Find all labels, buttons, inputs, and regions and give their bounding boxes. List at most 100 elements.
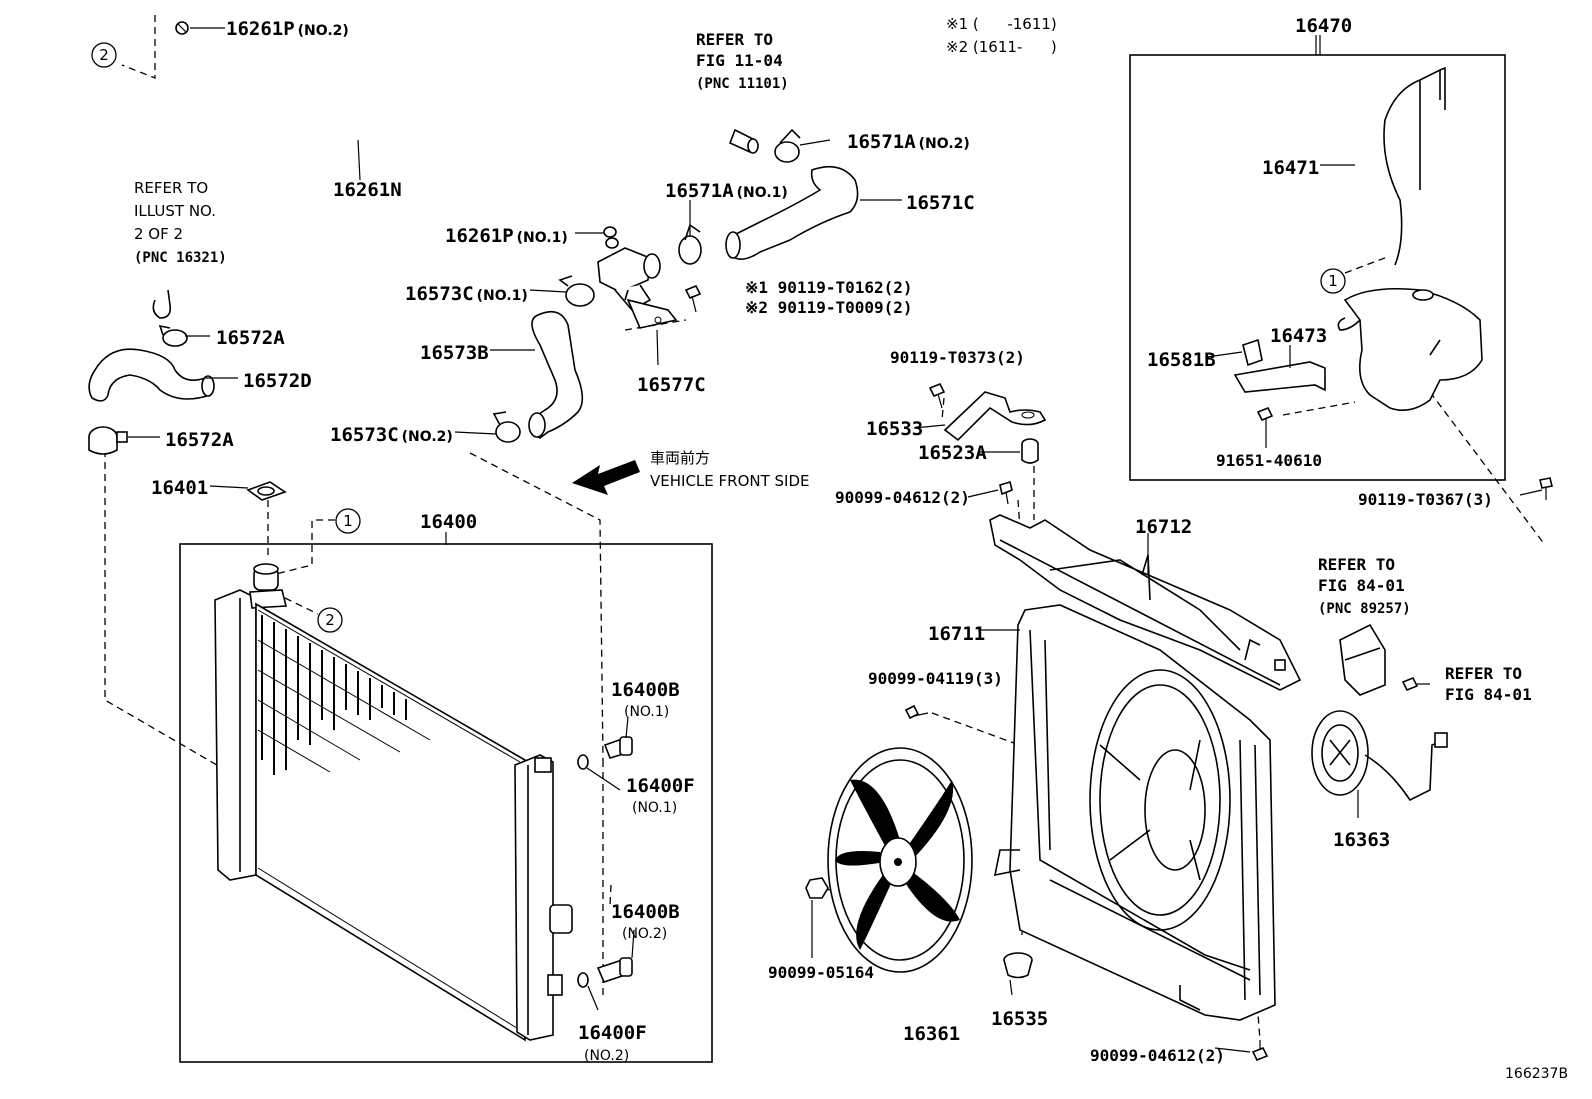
bolt-90119-t0367 (1539, 477, 1553, 500)
label-16533: 16533 (866, 418, 923, 440)
svg-text:※1 ( -1611): ※1 ( -1611) (946, 15, 1057, 33)
label-16400b-no2: 16400B (611, 901, 680, 923)
label-16535: 16535 (991, 1008, 1048, 1030)
fan-shroud-bracket-16712 (989, 514, 1302, 691)
label-16261n: 16261N (333, 179, 402, 201)
clamp-16573c-no2 (492, 411, 521, 443)
bolt-91651-40610 (1256, 406, 1274, 440)
svg-text:(PNC 89257): (PNC 89257) (1318, 601, 1411, 617)
sub-16400b-no2: (NO.2) (622, 926, 667, 942)
radiator-cap-16401 (246, 481, 287, 501)
clip-16581b (1242, 338, 1263, 367)
sub-16400b-no1: (NO.1) (624, 704, 669, 720)
label-bolt-04612-a: 90099-04612(2) (835, 488, 970, 507)
label-16711: 16711 (928, 623, 985, 645)
label-bolt-04612-b: 90099-04612(2) (1090, 1046, 1225, 1065)
hose-16573b (528, 310, 584, 439)
sub-16400f-no2: (NO.2) (584, 1048, 629, 1064)
hose-end-ref-16321 (152, 289, 172, 319)
o-ring-16400f-no1 (577, 754, 589, 770)
label-16363: 16363 (1333, 829, 1390, 851)
label-16361: 16361 (903, 1023, 960, 1045)
callout-1-radiator: 1 (335, 508, 361, 534)
fan-shroud-16711 (993, 604, 1276, 1021)
svg-text:2: 2 (325, 611, 335, 629)
reserve-tank-group-16470 (1129, 35, 1506, 481)
callout-1-reserve: 1 (1320, 268, 1346, 294)
label-16571c: 16571C (906, 192, 975, 214)
clamp-16261p-no2 (175, 21, 189, 35)
bolt-90099-04119 (904, 704, 929, 720)
svg-text:車両前方: 車両前方 (650, 449, 710, 467)
bolt-90119-t0162 (684, 284, 702, 313)
diagram-code: 166237B (1505, 1066, 1568, 1082)
svg-text:REFER TO: REFER TO (1318, 555, 1395, 574)
cushion-16535 (1003, 952, 1033, 979)
label-16400f-no2: 16400F (578, 1022, 647, 1044)
label-16471: 16471 (1262, 157, 1319, 179)
label-91651-40610: 91651-40610 (1216, 451, 1322, 470)
svg-text:※2 (1611- ): ※2 (1611- ) (946, 38, 1057, 56)
callout-2-radiator: 2 (317, 607, 343, 633)
bracket-16533 (943, 391, 1047, 442)
direction-text: 車両前方 VEHICLE FRONT SIDE (650, 449, 810, 490)
label-16523a: 16523A (918, 442, 987, 464)
nut-90099-05164 (805, 877, 829, 899)
svg-text:1: 1 (1328, 272, 1338, 290)
label-16573c-no2: 16573C(NO.2) (330, 424, 453, 446)
svg-text:ILLUST NO.: ILLUST NO. (134, 202, 216, 220)
bolt-90099-04612-a (999, 480, 1013, 505)
svg-text:REFER TO: REFER TO (1445, 664, 1522, 683)
reserve-tank (1337, 287, 1483, 411)
bracket-16473 (1233, 361, 1326, 393)
label-16581b: 16581B (1147, 349, 1216, 371)
label-16572d: 16572D (243, 370, 312, 392)
svg-text:VEHICLE FRONT SIDE: VEHICLE FRONT SIDE (650, 472, 810, 490)
label-90099-05164: 90099-05164 (768, 963, 874, 982)
label-16400b-no1: 16400B (611, 679, 680, 701)
clamp-16571a-no2 (774, 128, 801, 163)
clamp-16573c-no1 (558, 275, 595, 307)
bolt-90119-t0373 (928, 382, 946, 409)
label-bolt-t0367: 90119-T0367(3) (1358, 490, 1493, 509)
leader-lines (128, 27, 1543, 1053)
label-16577c: 16577C (637, 374, 706, 396)
label-16573b: 16573B (420, 342, 489, 364)
svg-text:2: 2 (99, 46, 109, 64)
clamp-16572a-2 (88, 426, 128, 455)
relay-89257 (1339, 623, 1386, 696)
part-labels: 16261P(NO.2) 16261N 16261P(NO.1) 16571A(… (151, 15, 1493, 1065)
bolt-90099-04612-b (1251, 1040, 1269, 1062)
footnotes: ※1 ( -1611) ※2 (1611- ) (946, 15, 1057, 56)
label-bolt-t0162: ※1 90119-T0162(2) (745, 278, 913, 297)
svg-text:FIG 84-01: FIG 84-01 (1318, 576, 1405, 595)
svg-text:(PNC 16321): (PNC 16321) (134, 250, 227, 266)
radiator-16400 (179, 543, 713, 1063)
label-16401: 16401 (151, 477, 208, 499)
hose-16261n (197, 38, 604, 218)
label-16261p-no1: 16261P(NO.1) (445, 225, 568, 247)
drain-cock-16400b-no2 (596, 957, 633, 983)
vehicle-front-arrow (572, 460, 640, 495)
label-16712: 16712 (1135, 516, 1192, 538)
label-bolt-t0373: 90119-T0373(2) (890, 348, 1025, 367)
label-16470: 16470 (1295, 15, 1352, 37)
callout-2-top: 2 (91, 42, 117, 68)
clamp-16261p-no1 (603, 226, 619, 249)
svg-text:REFER TO: REFER TO (134, 179, 208, 197)
label-16571a-no1: 16571A(NO.1) (665, 180, 788, 202)
hose-16471 (1383, 66, 1446, 266)
svg-text:FIG 84-01: FIG 84-01 (1445, 685, 1532, 704)
cushion-16523a (1021, 438, 1039, 464)
bolt-ref-84-01 (1401, 676, 1430, 692)
label-16261p-no2: 16261P(NO.2) (226, 18, 349, 40)
label-bolt-04119: 90099-04119(3) (868, 669, 1003, 688)
label-16473: 16473 (1270, 325, 1327, 347)
label-16400f-no1: 16400F (626, 775, 695, 797)
svg-text:2 OF 2: 2 OF 2 (134, 225, 183, 243)
svg-text:1: 1 (343, 512, 353, 530)
o-ring-16400f-no2 (577, 972, 589, 988)
radiator-fins (257, 609, 521, 1031)
sub-16400f-no1: (NO.1) (632, 800, 677, 816)
